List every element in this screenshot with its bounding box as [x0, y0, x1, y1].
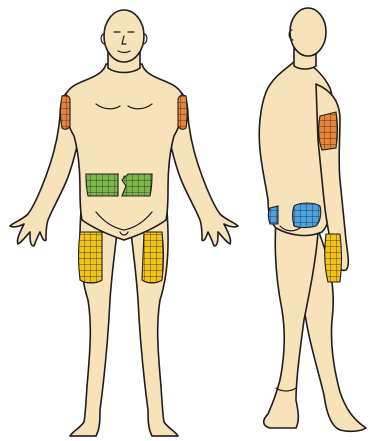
front-figure	[10, 10, 238, 436]
zone-upper-arm-back-grid	[319, 112, 338, 150]
zone-upper-arm-right-grid	[178, 95, 188, 129]
zone-thigh-back-grid	[325, 234, 342, 282]
zone-abdomen-left-grid	[86, 174, 118, 196]
zone-abdomen-right-grid	[122, 174, 152, 196]
zone-buttock-left-grid	[269, 206, 279, 224]
back-head	[290, 8, 326, 56]
zone-thigh-left-grid	[79, 232, 103, 283]
zone-upper-arm-left-grid	[61, 95, 71, 129]
front-torso	[64, 64, 184, 240]
zone-buttock-right-grid	[293, 203, 321, 228]
zone-thigh-right-grid	[142, 232, 164, 283]
